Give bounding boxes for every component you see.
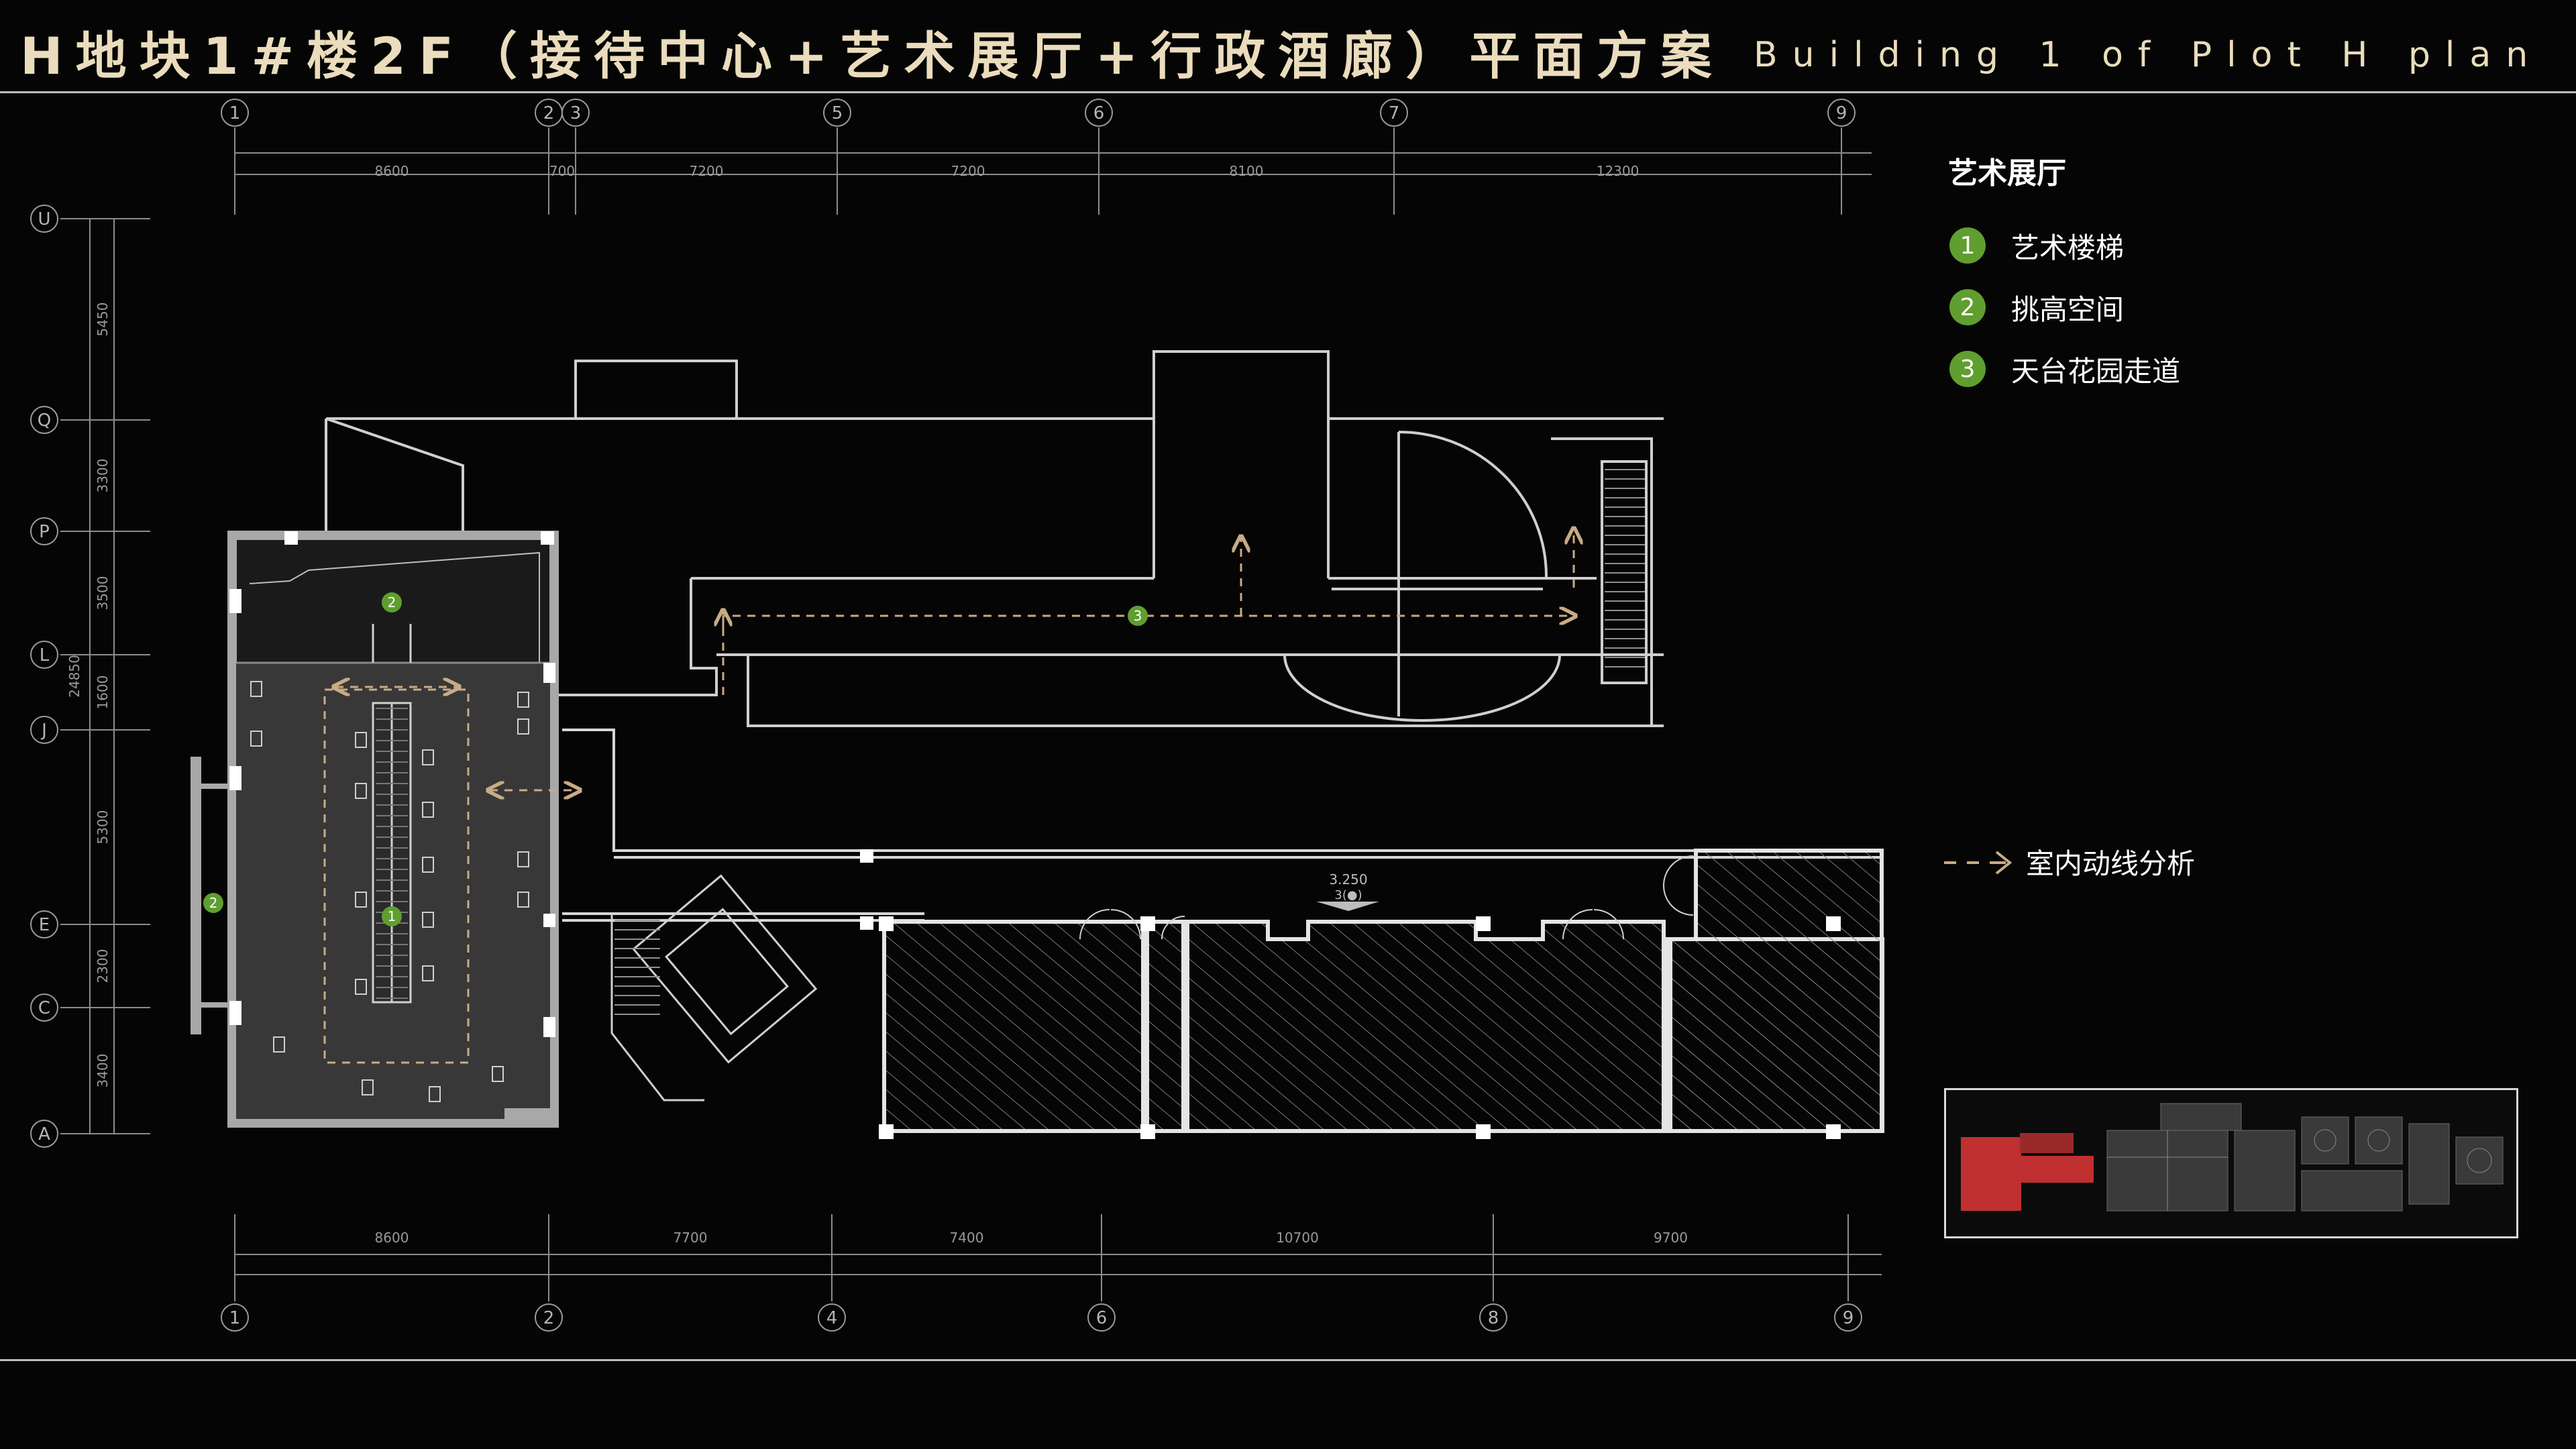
svg-text:P: P xyxy=(39,522,50,542)
grid-axis-bottom-4: 4 xyxy=(818,1303,846,1332)
svg-text:2: 2 xyxy=(543,103,555,123)
svg-text:9: 9 xyxy=(1836,103,1847,123)
grid-axis-bottom-6: 6 xyxy=(1087,1303,1116,1332)
dim-bottom-0: 8600 xyxy=(375,1230,409,1246)
elevation-label: 3.250 xyxy=(1329,871,1367,888)
grid-axis-bottom-2: 2 xyxy=(535,1303,563,1332)
legend-label-1: 艺术楼梯 xyxy=(2011,231,2125,264)
legend-title: 艺术展厅 xyxy=(1948,156,2066,191)
svg-text:6: 6 xyxy=(1096,1308,1108,1328)
svg-text:J: J xyxy=(40,720,47,741)
grid-axis-left-A: A xyxy=(30,1120,58,1148)
legend-label-2: 挑高空间 xyxy=(2011,292,2125,326)
dim-left-5: 2300 xyxy=(95,949,111,983)
legend-badge-2: 2 xyxy=(1949,289,1986,325)
page-subtitle-en: Building 1 of Plot H plan xyxy=(1754,35,2543,75)
dim-bottom-2: 7400 xyxy=(950,1230,984,1246)
legend-item-1: 1 艺术楼梯 xyxy=(1948,215,2180,276)
route-legend: 室内动线分析 xyxy=(1943,841,2195,882)
grid-axis-bottom-1: 1 xyxy=(221,1303,249,1332)
dim-left-3: 1600 xyxy=(95,676,111,710)
svg-text:2: 2 xyxy=(388,594,396,610)
grid-axis-top-5: 5 xyxy=(823,99,851,127)
svg-text:A: A xyxy=(38,1124,50,1144)
grid-axis-left-J: J xyxy=(30,716,58,744)
dim-bottom-3: 10700 xyxy=(1276,1230,1319,1246)
svg-text:L: L xyxy=(40,645,50,665)
grid-axis-top-9: 9 xyxy=(1827,99,1856,127)
dim-left-2: 3500 xyxy=(95,576,111,610)
grid-axis-bottom-8: 8 xyxy=(1479,1303,1507,1332)
grid-axis-left-U: U xyxy=(30,205,58,233)
dim-left-4: 5300 xyxy=(95,810,111,845)
legend-badge-3: 3 xyxy=(1949,351,1986,387)
grid-axis-top-7: 7 xyxy=(1380,99,1408,127)
legend: 艺术展厅 1 艺术楼梯 2 挑高空间 3 天台花园走道 xyxy=(1948,149,2180,400)
grid-axis-left-L: L xyxy=(30,641,58,669)
dim-bottom-4: 9700 xyxy=(1654,1230,1688,1246)
plan-marker-3: 3 xyxy=(1128,606,1148,626)
svg-text:8: 8 xyxy=(1488,1308,1499,1328)
svg-text:6: 6 xyxy=(1093,103,1105,123)
svg-text:1: 1 xyxy=(229,1308,241,1328)
dim-left-0: 5450 xyxy=(95,303,111,337)
grid-axis-left-C: C xyxy=(30,994,58,1022)
svg-text:3: 3 xyxy=(1134,608,1142,624)
page-title: H地块1#楼2F（接待中心+艺术展厅+行政酒廊）平面方案 xyxy=(20,26,1725,86)
route-legend-label: 室内动线分析 xyxy=(2026,847,2196,880)
grid-axis-left-Q: Q xyxy=(30,406,58,434)
key-plan-thumbnail xyxy=(1944,1088,2518,1238)
dim-left-total: 24850 xyxy=(66,655,83,698)
grid-axis-top-1: 1 xyxy=(221,99,249,127)
legend-item-3: 3 天台花园走道 xyxy=(1948,338,2180,400)
svg-text:9: 9 xyxy=(1843,1308,1854,1328)
dim-top-5: 12300 xyxy=(1597,163,1640,179)
dim-bottom-1: 7700 xyxy=(674,1230,708,1246)
legend-badge-1: 1 xyxy=(1949,227,1986,264)
dim-top-2: 7200 xyxy=(690,163,724,179)
grid-axis-top-3: 3 xyxy=(561,99,590,127)
header-divider xyxy=(0,91,2576,93)
svg-text:Q: Q xyxy=(38,411,51,431)
dim-top-0: 8600 xyxy=(375,163,409,179)
svg-text:C: C xyxy=(38,998,50,1018)
grid-axis-top-6: 6 xyxy=(1085,99,1113,127)
dim-top-3: 7200 xyxy=(951,163,985,179)
grid-axis-left-E: E xyxy=(30,910,58,938)
legend-item-2: 2 挑高空间 xyxy=(1948,276,2180,338)
grid-axis-bottom-9: 9 xyxy=(1834,1303,1862,1332)
svg-text:7: 7 xyxy=(1389,103,1400,123)
svg-text:E: E xyxy=(39,915,50,935)
dim-top-1: 700 xyxy=(549,163,575,179)
legend-label-3: 天台花园走道 xyxy=(2011,354,2181,388)
footer-divider xyxy=(0,1359,2576,1361)
svg-text:2: 2 xyxy=(209,895,218,911)
dim-left-1: 3300 xyxy=(95,459,111,493)
grid-axis-top-2: 2 xyxy=(535,99,563,127)
svg-text:2: 2 xyxy=(543,1308,555,1328)
svg-text:5: 5 xyxy=(832,103,843,123)
svg-text:1: 1 xyxy=(388,908,396,924)
key-plan-graphic xyxy=(1961,1103,2504,1212)
route-arrow-icon xyxy=(1943,859,2010,865)
plan-marker-1: 1 xyxy=(382,906,402,926)
plan-marker-2: 2 xyxy=(382,592,402,612)
dim-left-6: 3400 xyxy=(95,1054,111,1088)
svg-text:1: 1 xyxy=(229,103,241,123)
dim-top-4: 8100 xyxy=(1230,163,1264,179)
svg-text:4: 4 xyxy=(826,1308,838,1328)
grid-axis-left-P: P xyxy=(30,517,58,545)
elevation-sub-label: 3(●) xyxy=(1334,888,1362,902)
plan-marker-2: 2 xyxy=(203,893,223,913)
svg-text:3: 3 xyxy=(570,103,582,123)
svg-text:U: U xyxy=(38,209,50,229)
title-bar: H地块1#楼2F（接待中心+艺术展厅+行政酒廊）平面方案 Building 1 … xyxy=(0,0,2576,93)
